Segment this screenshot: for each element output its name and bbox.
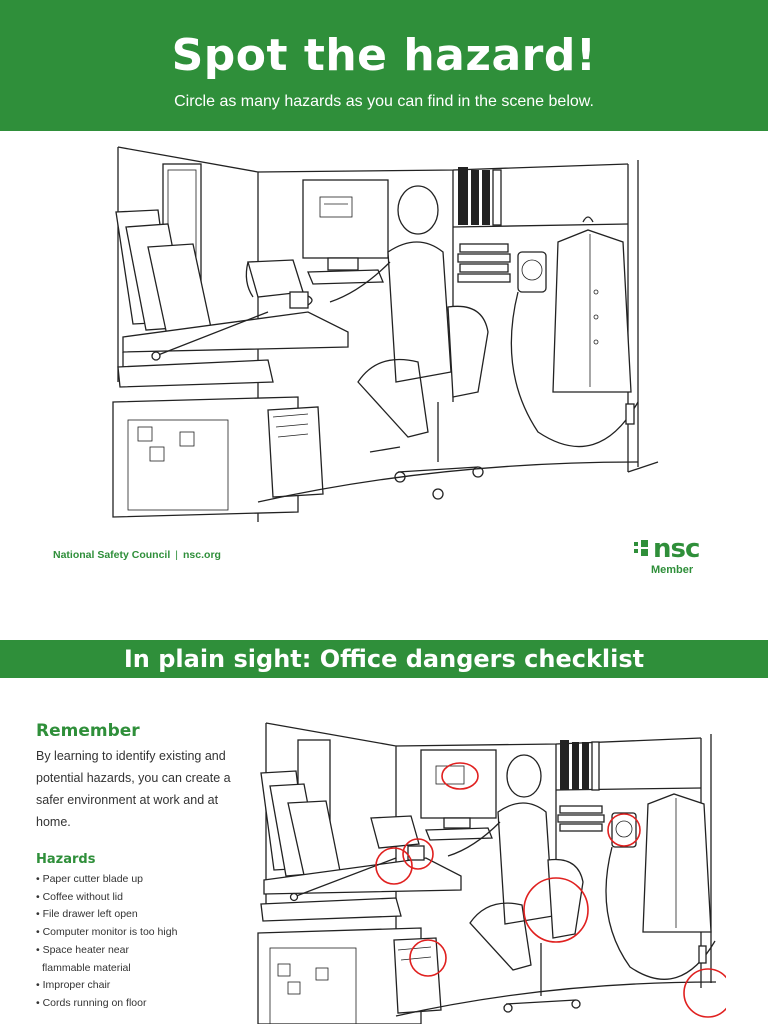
nsc-wordmark: nsc	[653, 534, 700, 564]
desk	[257, 857, 462, 1024]
answer-scene-illustration	[257, 722, 726, 1024]
office-chair	[394, 305, 489, 500]
paper-stack	[557, 805, 605, 832]
hazard-item: • Paper cutter blade up	[36, 873, 143, 885]
jacket-on-hanger	[642, 793, 712, 933]
paper-cutter	[289, 857, 397, 902]
remember-text: By learning to identify existing and pot…	[36, 749, 231, 829]
person-seated	[329, 185, 452, 453]
person-seated	[447, 754, 554, 971]
paper-tray	[115, 209, 214, 341]
hazard-circle-monitor	[441, 762, 479, 790]
coffee-mug	[407, 845, 425, 861]
desk	[112, 311, 349, 518]
hazards-section: Hazards • Paper cutter blade up • Coffee…	[36, 852, 246, 1013]
hazard-item: • Improper chair	[36, 979, 111, 992]
electrical-cords	[257, 291, 639, 503]
top-banner: Spot the hazard! Circle as many hazards …	[0, 0, 768, 131]
coffee-mug	[289, 291, 313, 309]
hazard-circle-file-drawer	[409, 939, 447, 977]
paper-tray	[260, 770, 343, 885]
shelf-binders	[452, 167, 629, 228]
hazard-circle-cords	[683, 968, 726, 1018]
hazard-circle-chair	[523, 877, 589, 943]
remember-section: Remember By learning to identify existin…	[36, 721, 246, 833]
office-chair	[503, 858, 584, 1013]
hazard-circle-coffee	[402, 838, 434, 870]
member-tag: Member	[651, 564, 694, 576]
footer-separator: |	[175, 549, 179, 561]
hazard-circle-heater	[607, 813, 641, 847]
remember-heading: Remember	[36, 721, 140, 741]
office-scene-illustration[interactable]	[108, 142, 660, 526]
nsc-mark-icon	[634, 540, 648, 556]
hazards-list: • Paper cutter blade up • Coffee without…	[36, 871, 246, 1013]
computer-monitor	[302, 179, 389, 285]
space-heater	[611, 812, 637, 848]
hazard-circle-paper-cutter	[375, 847, 413, 885]
space-heater	[517, 251, 547, 293]
page-title: Spot the hazard!	[171, 30, 597, 81]
electrical-cords	[395, 846, 717, 1017]
hazard-item: • Coffee without lid	[36, 890, 123, 903]
hazards-heading: Hazards	[36, 852, 96, 867]
paper-stack	[457, 243, 511, 283]
hazard-item: • Computer monitor is too high	[36, 926, 178, 939]
phone	[370, 815, 420, 849]
hazard-item: • File drawer left open	[36, 908, 138, 921]
website-link[interactable]: nsc.org	[183, 549, 221, 561]
organization-name: National Safety Council	[53, 549, 171, 561]
shelf-binders	[555, 740, 702, 791]
page-subtitle: Circle as many hazards as you can find i…	[174, 93, 594, 110]
nsc-member-logo: nsc Member	[633, 534, 723, 580]
checklist-banner: In plain sight: Office dangers checklist	[0, 640, 768, 678]
paper-cutter	[151, 311, 269, 361]
jacket-on-hanger	[552, 216, 632, 393]
hazard-item: • Cords running on floor	[36, 996, 147, 1009]
footer-credit: National Safety Council | nsc.org	[53, 549, 221, 561]
hazard-highlights	[375, 762, 726, 1018]
